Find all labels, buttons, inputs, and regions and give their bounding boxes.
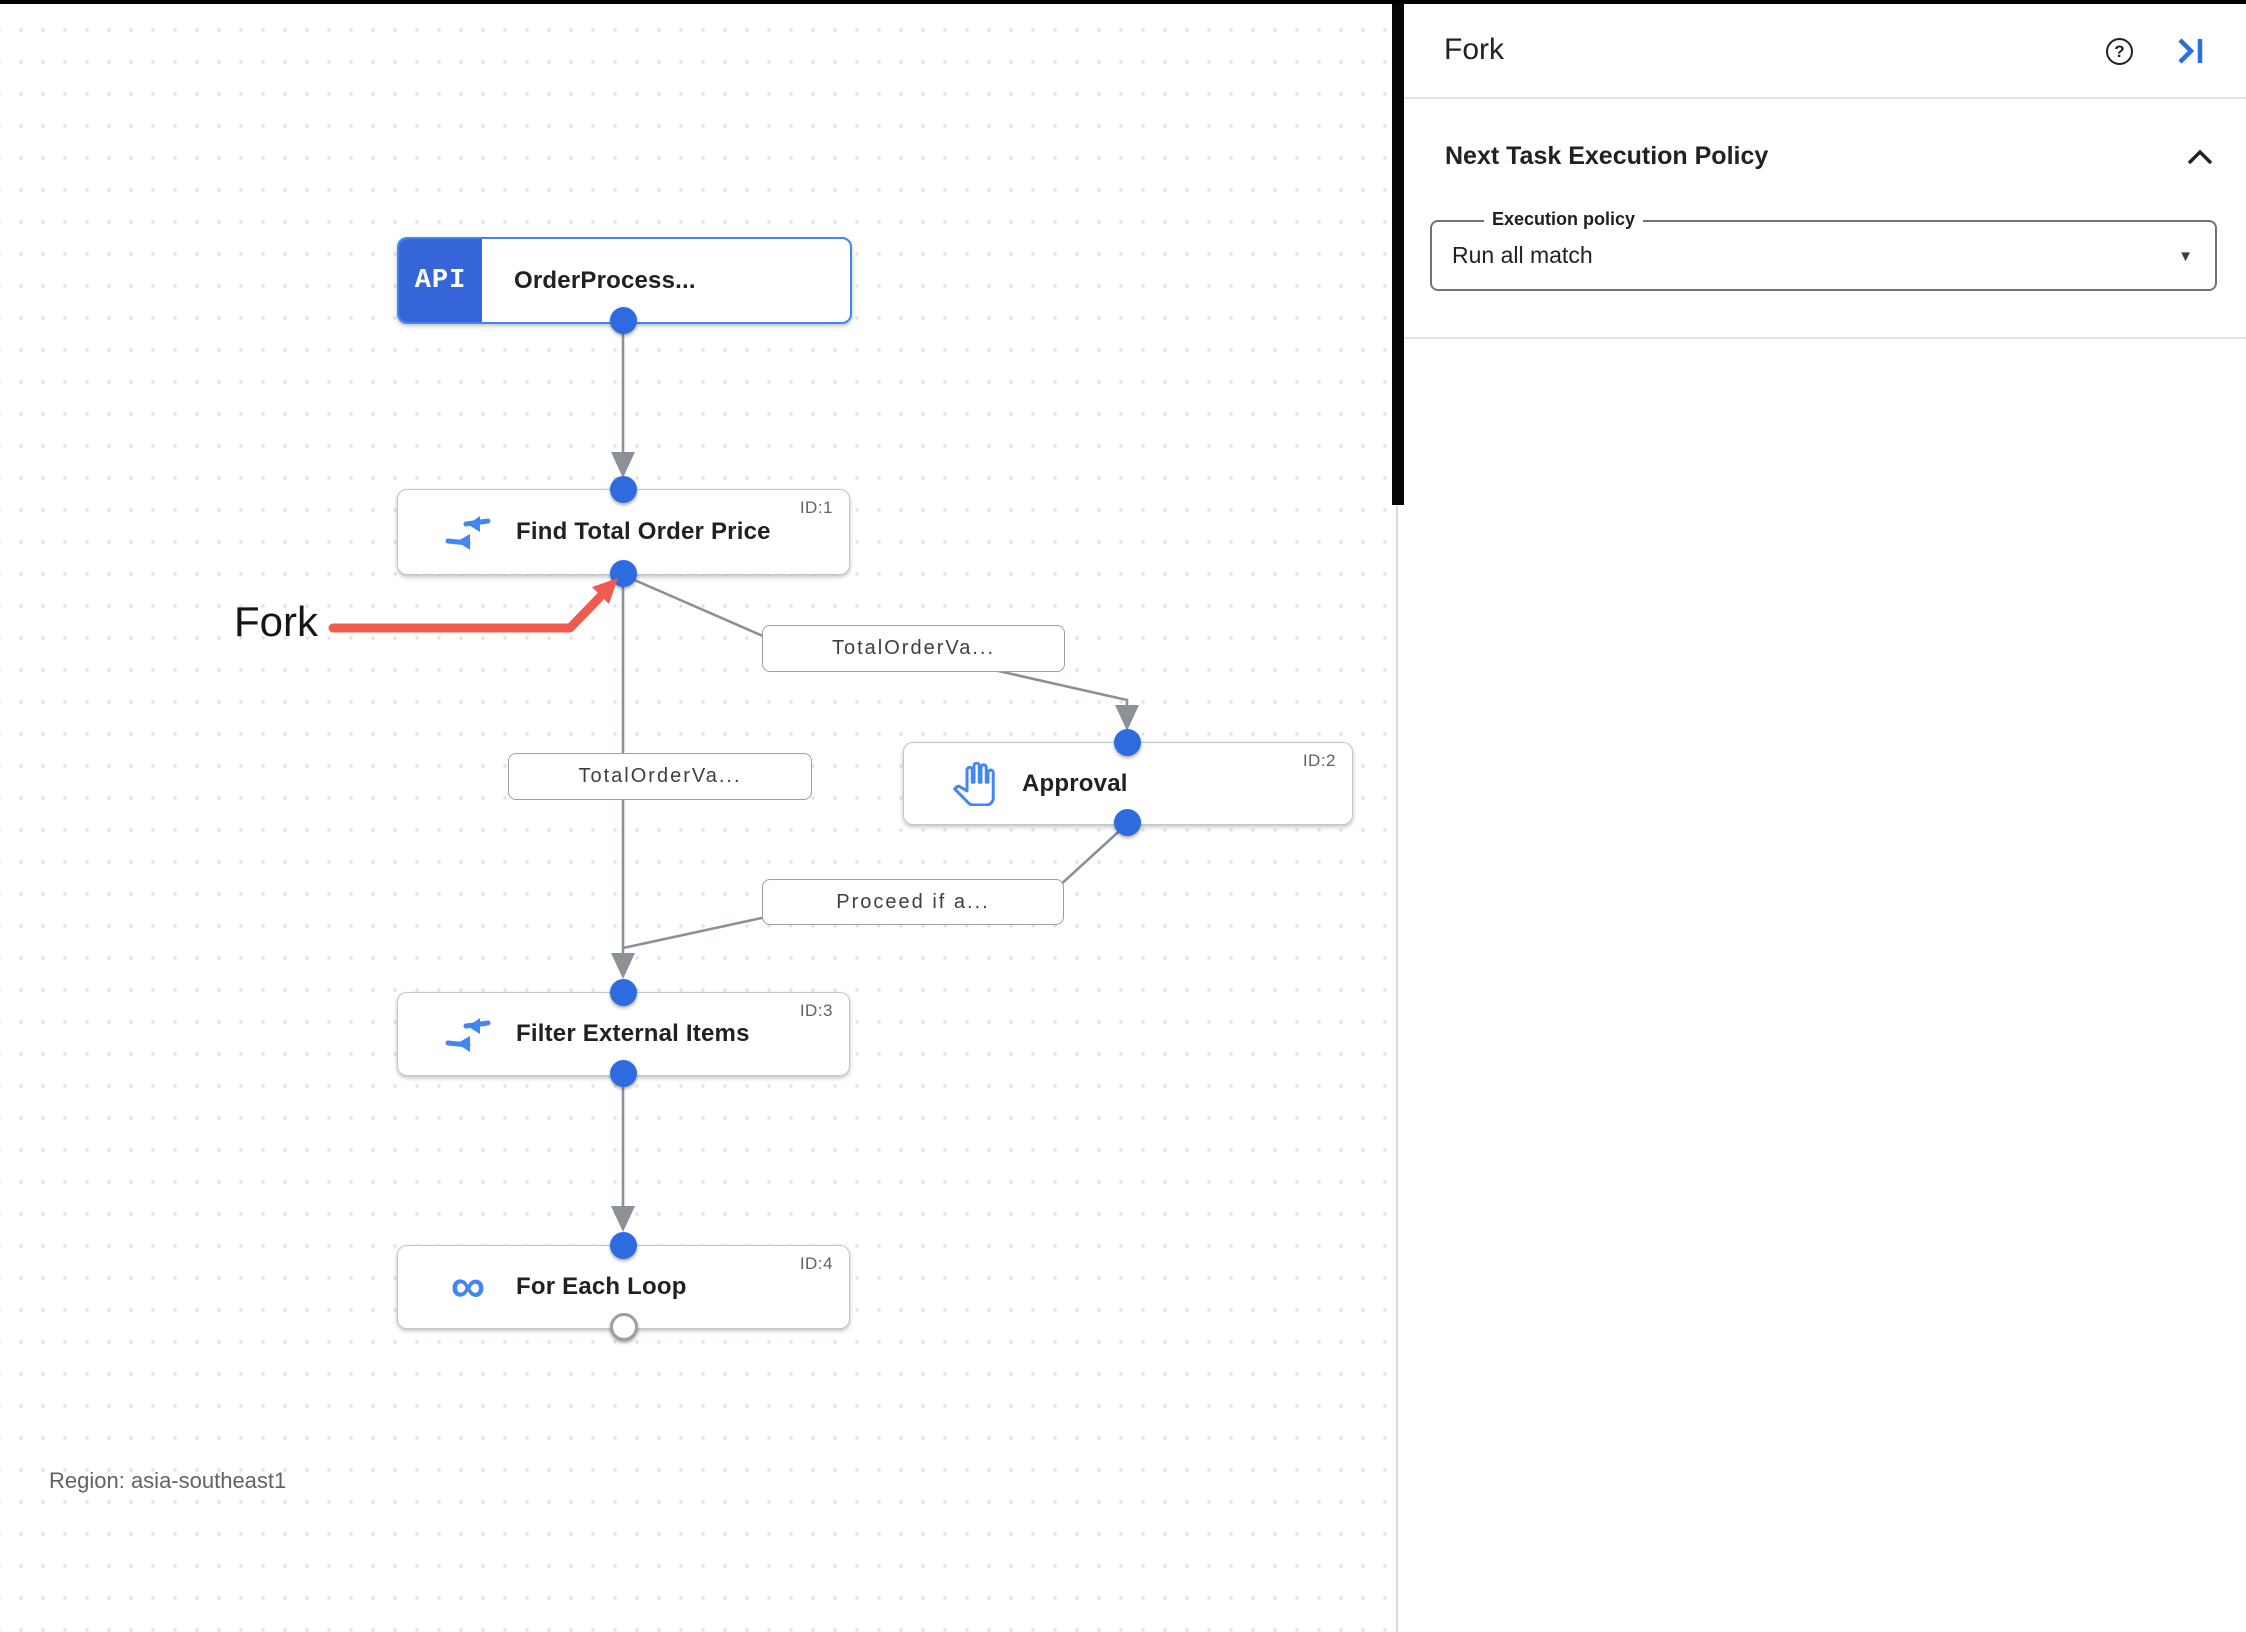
- node-title: Approval: [1022, 769, 1128, 797]
- node-title: Find Total Order Price: [516, 518, 771, 545]
- api-trigger-icon: API: [399, 239, 482, 322]
- data-mapping-icon: [442, 513, 494, 551]
- region-label: Region: asia-southeast1: [49, 1468, 287, 1493]
- help-icon[interactable]: ?: [2106, 38, 2133, 65]
- node-id-badge: ID:4: [799, 1254, 833, 1273]
- execution-policy-value: Run all match: [1452, 242, 1593, 268]
- data-mapping-icon: [442, 1015, 494, 1053]
- dropdown-caret-icon[interactable]: ▼: [2178, 248, 2193, 265]
- panel-title: Fork: [1444, 33, 1504, 66]
- execution-policy-label: Execution policy: [1484, 209, 1644, 230]
- connector-dot[interactable]: [610, 307, 637, 334]
- connector-dot[interactable]: [610, 979, 637, 1006]
- edge-label-proceed-if[interactable]: Proceed if a...: [762, 879, 1064, 925]
- connector-dot[interactable]: [610, 1232, 637, 1259]
- canvas-scrollbar-thumb[interactable]: [1392, 4, 1404, 505]
- panel-resize-divider[interactable]: [1396, 0, 1398, 1632]
- for-each-loop-icon: ∞: [450, 1260, 486, 1313]
- fork-annotation-arrow: [328, 578, 618, 633]
- node-title: For Each Loop: [516, 1273, 687, 1300]
- node-id-badge: ID:1: [799, 498, 833, 517]
- connector-dot[interactable]: [610, 1060, 637, 1087]
- chevron-up-icon[interactable]: [2186, 148, 2214, 171]
- panel-divider: [1398, 97, 2246, 99]
- connector-dot[interactable]: [610, 476, 637, 503]
- node-title: OrderProcess...: [514, 266, 696, 294]
- panel-divider: [1398, 337, 2246, 339]
- section-title-next-task-execution-policy: Next Task Execution Policy: [1445, 142, 1769, 170]
- connector-dot[interactable]: [1114, 729, 1141, 756]
- edge-label-total-order-value-2[interactable]: TotalOrderVa...: [508, 753, 812, 800]
- collapse-panel-icon[interactable]: [2176, 37, 2206, 70]
- node-id-badge: ID:2: [1302, 751, 1336, 770]
- approval-hand-icon: [948, 761, 1000, 806]
- fork-annotation-label: Fork: [234, 598, 318, 645]
- top-edge-bar: [0, 0, 2246, 4]
- execution-policy-select[interactable]: Execution policy Run all match ▼: [1430, 209, 2217, 291]
- edge-label-total-order-value-1[interactable]: TotalOrderVa...: [762, 625, 1065, 672]
- node-id-badge: ID:3: [799, 1001, 833, 1020]
- connector-dot-end[interactable]: [610, 1313, 638, 1341]
- connector-dot[interactable]: [1114, 809, 1141, 836]
- node-title: Filter External Items: [516, 1020, 750, 1047]
